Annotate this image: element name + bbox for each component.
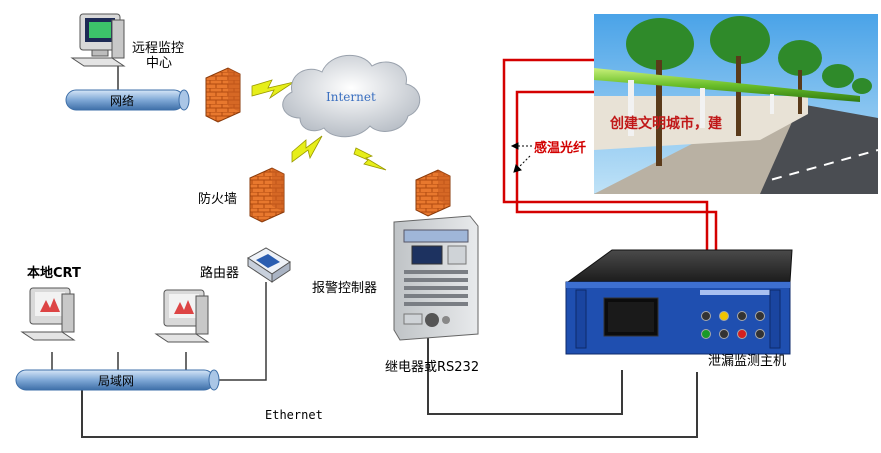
local-crt-label: 本地CRT <box>27 266 81 281</box>
photo-banner-text: 创建文明城市，建 <box>609 115 722 132</box>
rack-host-icon <box>565 249 793 355</box>
router-icon <box>247 247 291 283</box>
lightning-icon <box>291 135 323 163</box>
temp-fiber-outer <box>502 58 709 250</box>
firewall-label: 防火墙 <box>198 192 238 207</box>
internet-label: Internet <box>326 90 376 104</box>
remote-center-label: 远程监控 <box>132 41 185 56</box>
ethernet-cable <box>81 372 698 438</box>
alarm-controller-label: 报警控制器 <box>312 281 378 296</box>
lightning-icon <box>251 79 295 100</box>
fiber-pointer-arrows <box>510 142 532 173</box>
router-lan-cable <box>214 282 267 381</box>
network-pipe <box>65 89 190 111</box>
relay-rs232-label: 继电器或RS232 <box>385 360 480 375</box>
network-label: 网络 <box>110 94 135 108</box>
firewall-icon <box>415 169 451 217</box>
leak-host-label: 泄漏监测主机 <box>708 354 787 369</box>
firewall-icon <box>249 167 285 223</box>
local-crt-workstation-icon <box>20 287 76 341</box>
pipeline-street-photo: 创建文明城市，建 <box>594 14 879 195</box>
remote-workstation-icon <box>70 13 126 67</box>
firewall-icon <box>205 67 241 123</box>
remote-center-label-line2: 中心 <box>146 56 173 71</box>
lightning-icon <box>353 147 387 171</box>
temp-fiber-inner <box>515 90 718 250</box>
lan-pipe <box>15 369 220 391</box>
router-label: 路由器 <box>200 266 240 281</box>
lan-workstation-icon <box>154 289 210 343</box>
alarm-cabinet-icon <box>393 215 479 341</box>
ethernet-label: Ethernet <box>265 408 323 422</box>
relay-rs232-cable <box>427 333 623 415</box>
lan-label: 局域网 <box>98 374 135 388</box>
cloud-icon <box>282 54 421 138</box>
temp-fiber-label: 感温光纤 <box>534 141 587 156</box>
